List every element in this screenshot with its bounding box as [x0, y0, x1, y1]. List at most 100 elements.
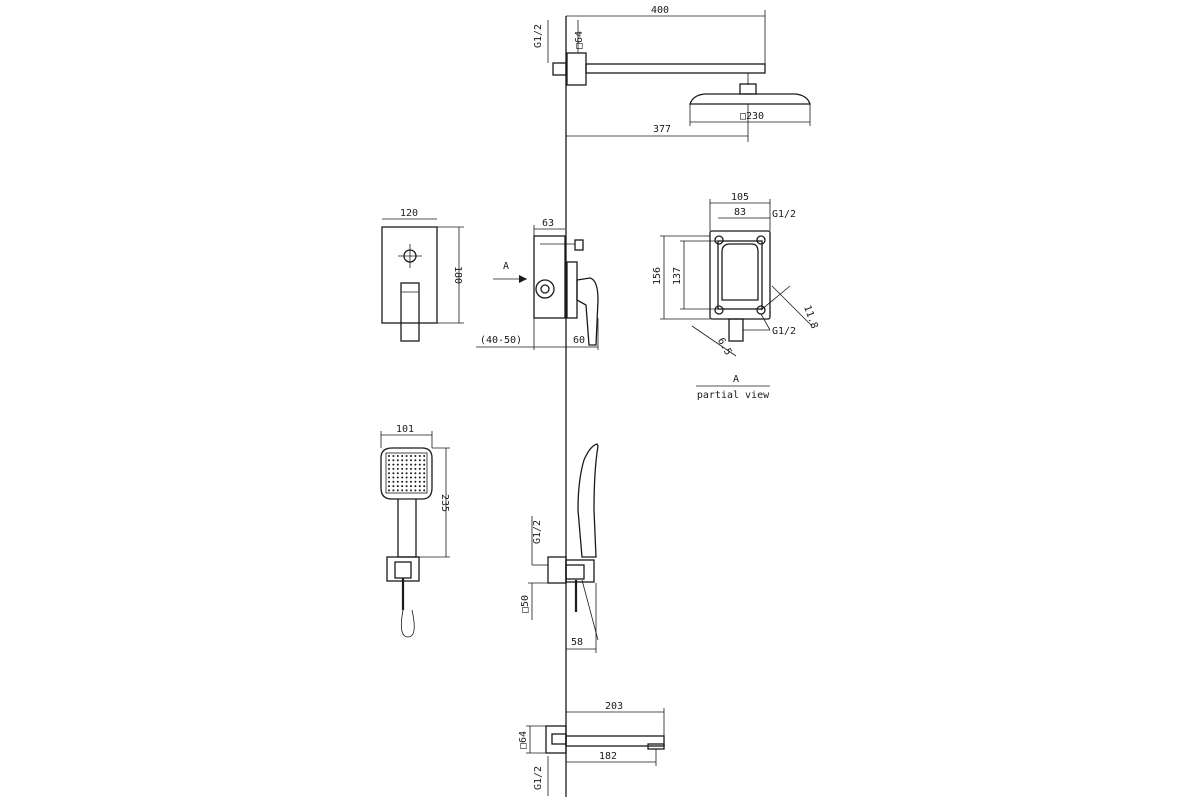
nozzle-dot	[392, 455, 395, 457]
nozzle-dot	[414, 480, 417, 483]
nozzle-dot	[414, 463, 417, 466]
dim-text-spout-64: □64	[518, 731, 529, 749]
nozzle-dot	[405, 480, 408, 483]
nozzle-dot	[401, 455, 404, 457]
dim-text-box-thread-top: G1/2	[772, 209, 796, 220]
nozzle-dot	[414, 476, 417, 479]
nozzle-dot	[388, 455, 390, 457]
dim-text-rain-64: □64	[574, 31, 585, 49]
partial-view-caption: partial view	[697, 390, 770, 401]
nozzle-dot	[388, 463, 390, 466]
holder-hose-loop	[581, 579, 599, 641]
nozzle-dot	[418, 480, 421, 483]
nozzle-dot	[388, 472, 390, 475]
nozzle-dot	[392, 480, 395, 483]
valve-port-outer	[535, 279, 555, 299]
nozzle-dot	[423, 472, 426, 475]
section-arrow-head	[519, 275, 527, 283]
dim-text-137: 137	[672, 267, 683, 285]
nozzle-dot	[423, 489, 426, 492]
dim-text-11-8: 11.8	[801, 304, 820, 330]
nozzle-dot	[401, 480, 404, 483]
nozzle-dot	[388, 485, 390, 488]
dim-text-58: 58	[571, 637, 583, 648]
dim-text-rain-g12: G1/2	[533, 24, 544, 48]
nozzle-dot	[418, 472, 421, 475]
box-inner	[717, 240, 763, 310]
nozzle-dot	[396, 472, 399, 475]
nozzle-dot	[414, 467, 417, 470]
rain-wall-flange	[566, 52, 587, 86]
rain-head-connector	[739, 83, 757, 95]
nozzle-dot	[405, 472, 408, 475]
nozzle-dot	[423, 463, 426, 466]
nozzle-dot	[410, 485, 412, 488]
nozzle-dot	[405, 459, 408, 462]
nozzle-dot	[396, 459, 399, 462]
hand-shower-side-view: G1/2 □50 58	[520, 443, 599, 653]
nozzle-dot	[414, 459, 417, 462]
dim-text-holder-g12: G1/2	[532, 520, 543, 544]
dim-line-6-5	[691, 325, 737, 357]
dim-text-6-5: 6.5	[715, 336, 734, 357]
hand-shower-side-profile	[577, 443, 599, 558]
nozzle-dot	[423, 467, 426, 470]
nozzle-dot	[396, 485, 399, 488]
nozzle-dot	[401, 472, 404, 475]
nozzle-dot	[388, 476, 390, 479]
holder-connector	[565, 564, 585, 580]
nozzle-dot	[410, 459, 412, 462]
dim-text-box-thread-bottom: G1/2	[772, 326, 796, 337]
box-inner-detail	[721, 243, 759, 301]
hand-shower-front-view: 101 235	[380, 424, 450, 638]
valve-port-inner	[540, 284, 550, 294]
nozzle-dot	[418, 459, 421, 462]
nozzle-dot	[410, 467, 412, 470]
dim-text-203: 203	[605, 701, 623, 712]
nozzle-dot	[410, 480, 412, 483]
nozzle-dot	[418, 485, 421, 488]
dim-text-60: 60	[573, 335, 585, 346]
hand-shower-hose-loop	[400, 609, 415, 638]
dim-ext-11-8	[760, 285, 791, 311]
nozzle-dot	[423, 480, 426, 483]
nozzle-dot	[418, 455, 421, 457]
nozzle-dot	[405, 467, 408, 470]
nozzle-dot	[414, 455, 417, 457]
nozzle-dot	[396, 476, 399, 479]
nozzle-dot	[401, 459, 404, 462]
spout-connector	[551, 733, 567, 745]
dim-text-105: 105	[731, 192, 749, 203]
dim-text-holder-50: □50	[520, 595, 531, 613]
nozzle-dot	[401, 467, 404, 470]
dim-text-182: 182	[599, 751, 617, 762]
spout-assembly: 203 182 □64 G1/2	[518, 701, 665, 796]
nozzle-dot	[401, 476, 404, 479]
valve-top-knob	[574, 239, 584, 251]
nozzle-dot	[410, 476, 412, 479]
nozzle-dot	[392, 467, 395, 470]
dim-text-180: 180	[452, 266, 463, 284]
hand-shower-nozzle-grid	[385, 452, 428, 494]
dim-text-spout-g12: G1/2	[533, 766, 544, 790]
nozzle-dot	[388, 480, 390, 483]
box-outlet-stub	[728, 318, 744, 342]
nozzle-dot	[405, 485, 408, 488]
nozzle-dot	[405, 455, 408, 457]
hand-shower-head	[380, 447, 433, 500]
leader-box-thread-bottom-b	[760, 313, 771, 331]
nozzle-dot	[392, 485, 395, 488]
valve-side-view: 63 (40-50) 60	[476, 218, 599, 350]
nozzle-dot	[410, 463, 412, 466]
nozzle-dot	[388, 467, 390, 470]
box-screw-bl	[714, 305, 724, 315]
valve-body	[533, 235, 566, 319]
nozzle-dot	[410, 472, 412, 475]
nozzle-dot	[396, 480, 399, 483]
nozzle-dot	[405, 476, 408, 479]
wall-plate-front-view: 120 180	[381, 208, 464, 342]
box-screw-tr	[756, 235, 766, 245]
valve-plate-edge	[566, 261, 578, 319]
nozzle-dot	[401, 489, 404, 492]
